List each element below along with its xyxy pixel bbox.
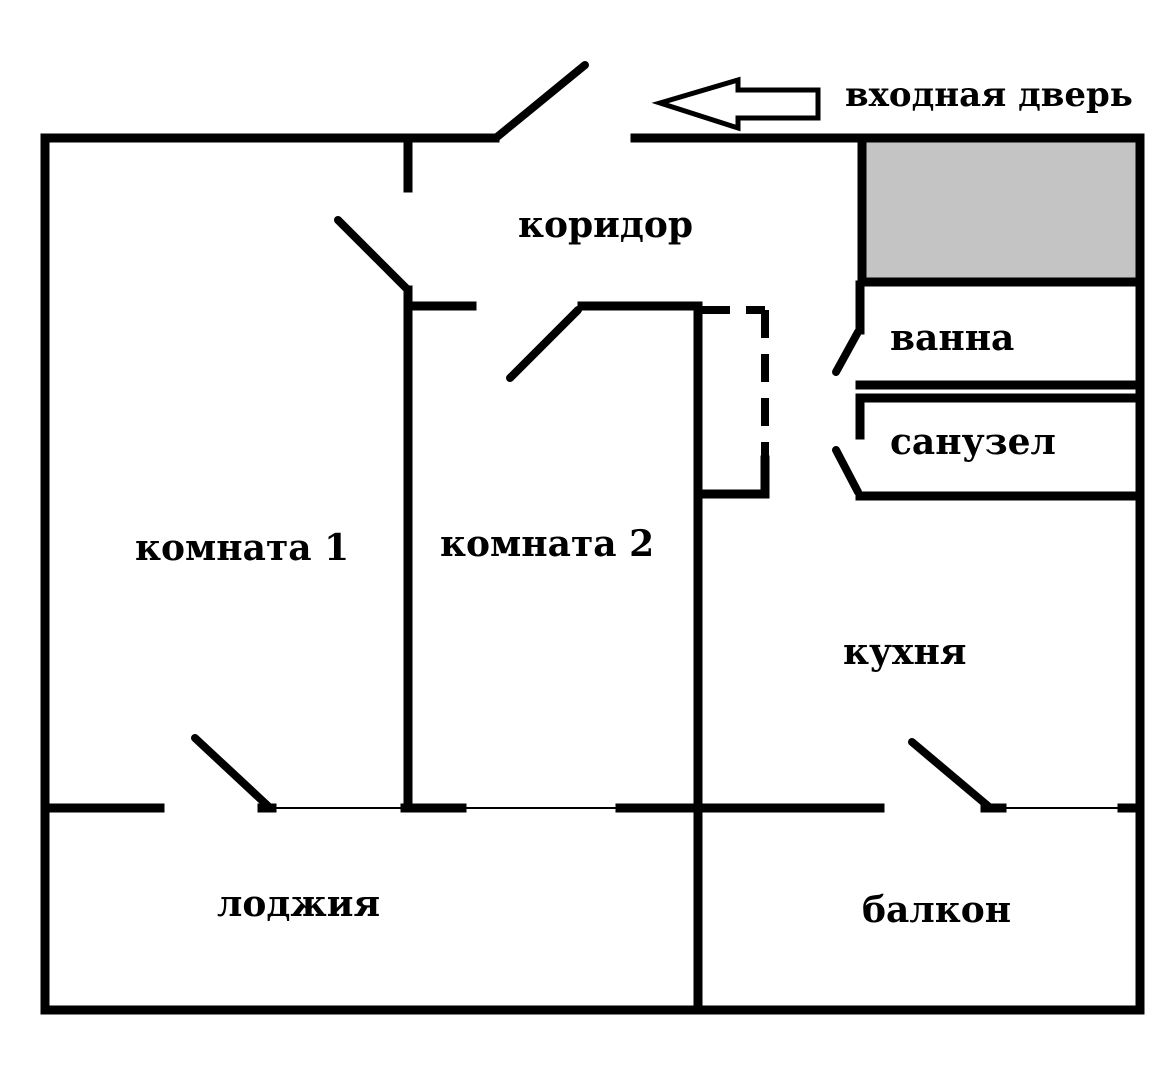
door-loggia [191,734,272,810]
arrow-left-icon [651,76,821,132]
storage-area [862,138,1138,281]
door-room1 [334,216,410,292]
door-balcony [908,738,992,810]
interior-walls [40,135,1145,1013]
door-bath [832,328,862,376]
door-room2 [506,306,582,382]
room-label-kitchen: кухня [843,631,966,673]
niche-dashed [702,306,769,460]
interior-doors [191,216,992,810]
room-label-bath: ванна [890,317,1014,359]
room-label-wc: санузел [890,421,1056,463]
door-wc [832,446,862,496]
entrance-label: входная дверь [845,75,1133,115]
room-label-corridor: коридор [518,204,693,246]
entrance-door [493,61,589,141]
room-label-room2: комната 2 [440,523,654,565]
room-label-balcony: балкон [862,889,1011,931]
outer-walls [40,133,1145,1015]
room-label-loggia: лоджия [217,883,380,925]
room-label-room1: комната 1 [135,527,349,569]
